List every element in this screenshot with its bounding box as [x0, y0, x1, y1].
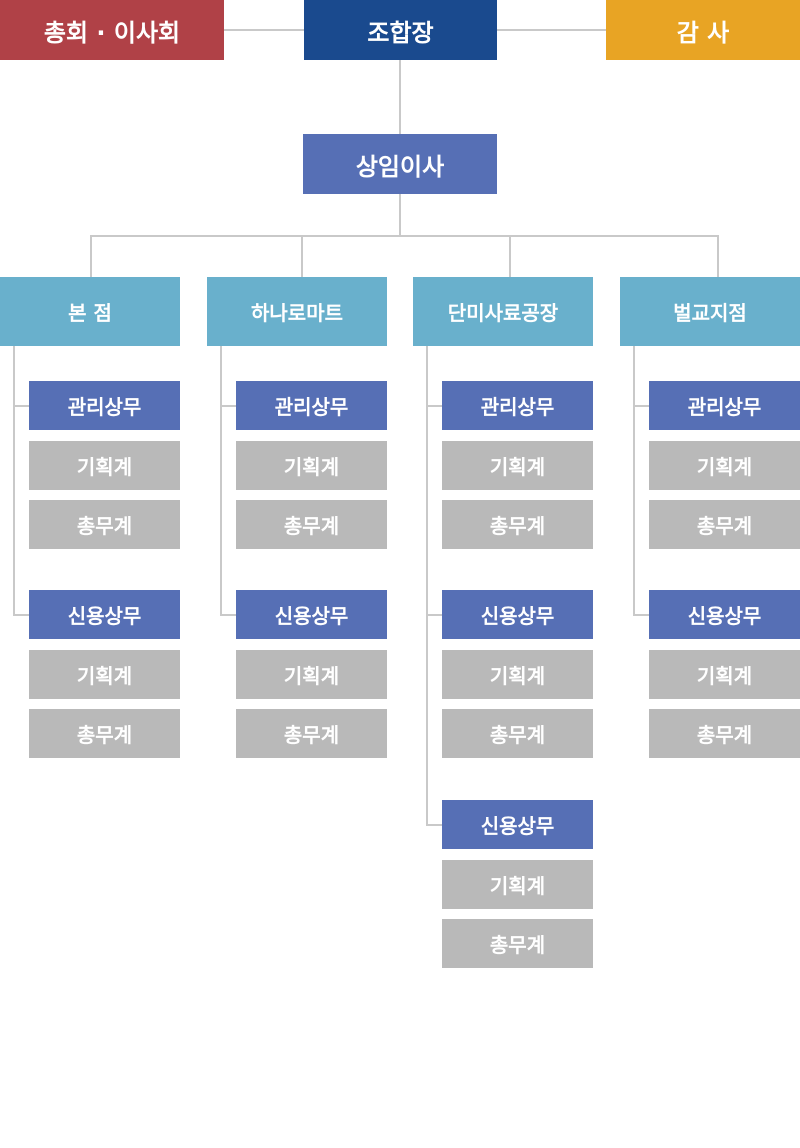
- board-box: 총회 · 이사회: [0, 0, 224, 60]
- executive-branch-connector: [399, 194, 401, 236]
- department-box: 신용상무: [649, 590, 800, 639]
- unit-box: 기획계: [649, 441, 800, 490]
- department-box: 관리상무: [29, 381, 180, 430]
- unit-box: 총무계: [29, 500, 180, 549]
- unit-box: 기획계: [236, 441, 387, 490]
- department-connector: [426, 614, 442, 616]
- board-chairman-connector: [224, 29, 304, 31]
- branch-drop-connector: [717, 235, 719, 277]
- unit-box: 총무계: [236, 500, 387, 549]
- unit-box: 기획계: [442, 441, 593, 490]
- executive-director-box: 상임이사: [303, 134, 497, 194]
- department-connector: [426, 824, 442, 826]
- department-connector: [13, 405, 29, 407]
- unit-box: 기획계: [649, 650, 800, 699]
- department-box: 관리상무: [236, 381, 387, 430]
- branch-spine: [13, 346, 15, 616]
- unit-box: 총무계: [442, 919, 593, 968]
- branch-spine: [220, 346, 222, 616]
- department-box: 신용상무: [442, 800, 593, 849]
- department-box: 관리상무: [649, 381, 800, 430]
- chairman-auditor-connector: [496, 29, 606, 31]
- unit-box: 기획계: [442, 860, 593, 909]
- branch-drop-connector: [90, 235, 92, 277]
- unit-box: 총무계: [29, 709, 180, 758]
- branch-spine: [426, 346, 428, 826]
- unit-box: 총무계: [649, 709, 800, 758]
- unit-box: 총무계: [236, 709, 387, 758]
- department-box: 신용상무: [442, 590, 593, 639]
- department-connector: [220, 614, 236, 616]
- branch-drop-connector: [509, 235, 511, 277]
- department-connector: [13, 614, 29, 616]
- department-box: 관리상무: [442, 381, 593, 430]
- department-connector: [220, 405, 236, 407]
- auditor-box: 감 사: [606, 0, 800, 60]
- branch-box-hanaro-mart: 하나로마트: [207, 277, 387, 346]
- branch-drop-connector: [301, 235, 303, 277]
- department-connector: [426, 405, 442, 407]
- unit-box: 총무계: [442, 500, 593, 549]
- branch-box-beolgyo: 벌교지점: [620, 277, 800, 346]
- unit-box: 기획계: [236, 650, 387, 699]
- unit-box: 기획계: [442, 650, 593, 699]
- unit-box: 기획계: [29, 441, 180, 490]
- branch-box-feed-factory: 단미사료공장: [413, 277, 593, 346]
- branch-box-main-office: 본 점: [0, 277, 180, 346]
- unit-box: 기획계: [29, 650, 180, 699]
- unit-box: 총무계: [649, 500, 800, 549]
- chairman-executive-connector: [399, 60, 401, 134]
- branch-spine: [633, 346, 635, 616]
- department-box: 신용상무: [236, 590, 387, 639]
- branch-bus-connector: [90, 235, 719, 237]
- chairman-box: 조합장: [304, 0, 497, 60]
- department-connector: [633, 405, 649, 407]
- department-connector: [633, 614, 649, 616]
- unit-box: 총무계: [442, 709, 593, 758]
- department-box: 신용상무: [29, 590, 180, 639]
